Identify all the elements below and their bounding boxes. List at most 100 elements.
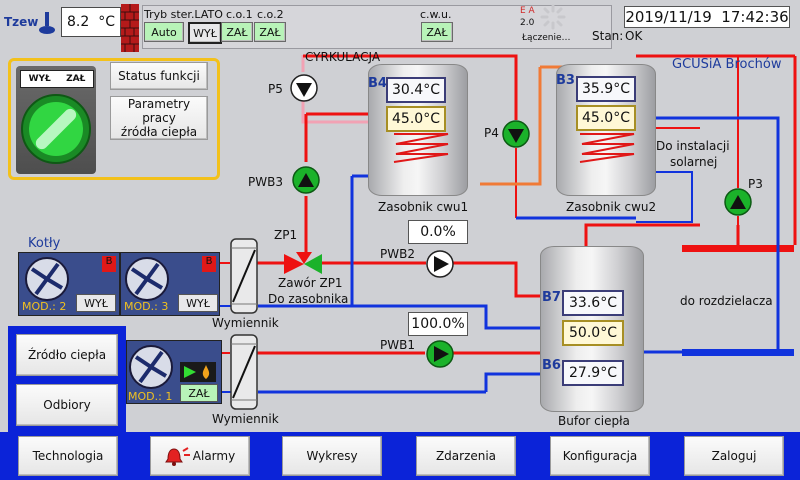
boiler-mod3-label: MOD.: 3 xyxy=(124,300,169,313)
alarm-bell-icon xyxy=(164,447,190,466)
cwu-title: c.w.u. xyxy=(420,8,452,21)
wymiennik1-label: Wymiennik xyxy=(212,316,279,330)
boiler-mod2-label: MOD.: 2 xyxy=(22,300,67,313)
nav-alarmy-button[interactable]: Alarmy xyxy=(150,436,250,476)
solar-pipe xyxy=(480,67,542,186)
pump-p3-icon[interactable] xyxy=(724,188,752,216)
zrodlo-ciepla-button[interactable]: Źródło ciepła xyxy=(16,334,118,376)
pump-p5-icon[interactable] xyxy=(290,74,318,102)
heat-exchanger-2-icon[interactable] xyxy=(230,334,258,410)
tank-buffer-b7-tag: B7 xyxy=(542,290,561,305)
tank-b3-name: Zasobnik cwu2 xyxy=(566,200,657,214)
distributor-cold-bar xyxy=(682,349,794,356)
bottom-nav xyxy=(0,432,800,480)
main-switch-panel xyxy=(8,58,220,180)
p5-label: P5 xyxy=(268,82,283,96)
status-funkcji-button[interactable]: Status funkcji xyxy=(110,62,208,90)
mode-title: Tryb ster.LATO xyxy=(144,8,223,21)
distributor-hot-bar xyxy=(682,245,794,252)
boiler-mod2-flag: B xyxy=(102,256,116,272)
nav-alarmy-label: Alarmy xyxy=(192,449,236,463)
nav-technologia-button[interactable]: Technologia xyxy=(18,436,118,476)
pump-pwb1-icon[interactable] xyxy=(426,340,454,368)
boiler-mod3-state[interactable]: WYŁ xyxy=(178,294,218,312)
wall-brick-icon xyxy=(121,4,139,52)
tzew-value: 8.2 xyxy=(67,14,90,30)
main-rotary-switch[interactable] xyxy=(20,93,92,165)
connection-letters: E A xyxy=(520,6,535,16)
param-button-line2: źródła ciepła xyxy=(120,125,198,139)
mode-auto-button[interactable]: Auto xyxy=(144,22,184,42)
tank-b3-coil-icon xyxy=(579,133,635,163)
pwb1-label: PWB1 xyxy=(380,338,415,352)
boiler-mod3-fan-icon xyxy=(125,257,169,301)
co2-title: c.o.2 xyxy=(257,8,284,21)
tank-b3-tag: B3 xyxy=(556,73,575,88)
cwu-state-button[interactable]: ZAŁ xyxy=(421,22,453,42)
thermometer-icon xyxy=(39,12,55,34)
pwb3-label: PWB3 xyxy=(248,175,283,189)
cold-pipe-right xyxy=(636,116,780,350)
param-button-line1: Parametry pracy xyxy=(127,97,191,125)
connection-version: 2.0 xyxy=(520,18,535,28)
boiler-mod1-fan-icon xyxy=(129,345,173,389)
nav-zaloguj-button[interactable]: Zaloguj xyxy=(684,436,784,476)
circulation-pipe-return xyxy=(301,100,380,124)
tank-buffer-temp-b6: 27.9°C xyxy=(562,360,624,386)
heat-exchanger-1-icon[interactable] xyxy=(230,238,258,314)
status-label: Stan: xyxy=(592,29,624,43)
tzew-unit: °C xyxy=(98,14,115,30)
hot-pipe-to-buffer xyxy=(452,261,546,298)
tank-buffer-name: Bufor ciepła xyxy=(558,414,630,428)
wymiennik2-label: Wymiennik xyxy=(212,412,279,426)
pwb1-value: 100.0% xyxy=(408,312,468,336)
kotly-label: Kotły xyxy=(28,236,61,251)
tank-b3-temp-actual: 35.9°C xyxy=(576,76,636,102)
p3-label: P3 xyxy=(748,177,763,191)
tank-b4-coil-icon xyxy=(393,133,449,163)
do-rozdzielacza-label: do rozdzielacza xyxy=(680,294,773,308)
pwb2-label: PWB2 xyxy=(380,247,415,261)
loading-spinner-icon xyxy=(540,4,566,30)
tank-b4-temp-actual: 30.4°C xyxy=(386,77,446,103)
switch-off-label: WYŁ xyxy=(28,74,51,84)
boiler-mod2-state[interactable]: WYŁ xyxy=(76,294,116,312)
tank-buffer-temp-setpoint[interactable]: 50.0°C xyxy=(562,320,624,346)
hot-pipe-buffer-out xyxy=(584,223,700,252)
nav-konfiguracja-button[interactable]: Konfiguracja xyxy=(550,436,650,476)
nav-zdarzenia-button[interactable]: Zdarzenia xyxy=(416,436,516,476)
zawor-zp1-line1: Zawór ZP1 xyxy=(278,276,343,290)
odbiory-button[interactable]: Odbiory xyxy=(16,384,118,426)
site-name: GCUSiA Brochów xyxy=(672,57,782,72)
switch-label-plate: WYŁ ZAŁ xyxy=(20,70,94,88)
tank-b4-name: Zasobnik cwu1 xyxy=(378,200,469,214)
co2-state-button[interactable]: ZAŁ xyxy=(221,22,253,42)
co1-state-button[interactable]: WYŁ xyxy=(188,22,222,44)
co1-title: c.o.1 xyxy=(226,8,253,21)
pump-pwb2-icon[interactable] xyxy=(426,250,454,278)
nav-wykresy-button[interactable]: Wykresy xyxy=(282,436,382,476)
boiler-mod3-flag: B xyxy=(202,256,216,272)
connection-label: Łączenie… xyxy=(522,33,571,43)
cyrkulacja-label: CYRKULACJA xyxy=(305,50,381,64)
parametry-pracy-button[interactable]: Parametry pracy źródła ciepła xyxy=(110,96,208,140)
boiler-mod1-label: MOD.: 1 xyxy=(128,390,173,403)
datetime-display: 2019/11/19 17:42:36 xyxy=(624,6,790,28)
status-value: OK xyxy=(625,29,643,43)
pwb2-value: 0.0% xyxy=(408,220,468,244)
tank-b4-temp-setpoint[interactable]: 45.0°C xyxy=(386,106,446,132)
tank-buffer-b6-tag: B6 xyxy=(542,358,561,373)
boiler-mod1-flame-icon xyxy=(180,362,216,382)
do-instalacji-line2: solarnej xyxy=(670,155,718,169)
tank-b3-temp-setpoint[interactable]: 45.0°C xyxy=(576,105,636,131)
boiler-mod2-fan-icon xyxy=(25,257,69,301)
pump-p4-icon[interactable] xyxy=(502,120,530,148)
do-instalacji-line1: Do instalacji xyxy=(656,139,730,153)
co3-state-button[interactable]: ZAŁ xyxy=(254,22,286,42)
tzew-value-box: 8.2 °C xyxy=(61,7,121,37)
boiler-mod1-state[interactable]: ZAŁ xyxy=(180,384,218,402)
tank-b4-tag: B4 xyxy=(368,76,387,91)
valve-zp1-icon[interactable] xyxy=(282,252,324,276)
zawor-zp1-line2: Do zasobnika xyxy=(268,292,349,306)
pump-pwb3-icon[interactable] xyxy=(292,166,320,194)
